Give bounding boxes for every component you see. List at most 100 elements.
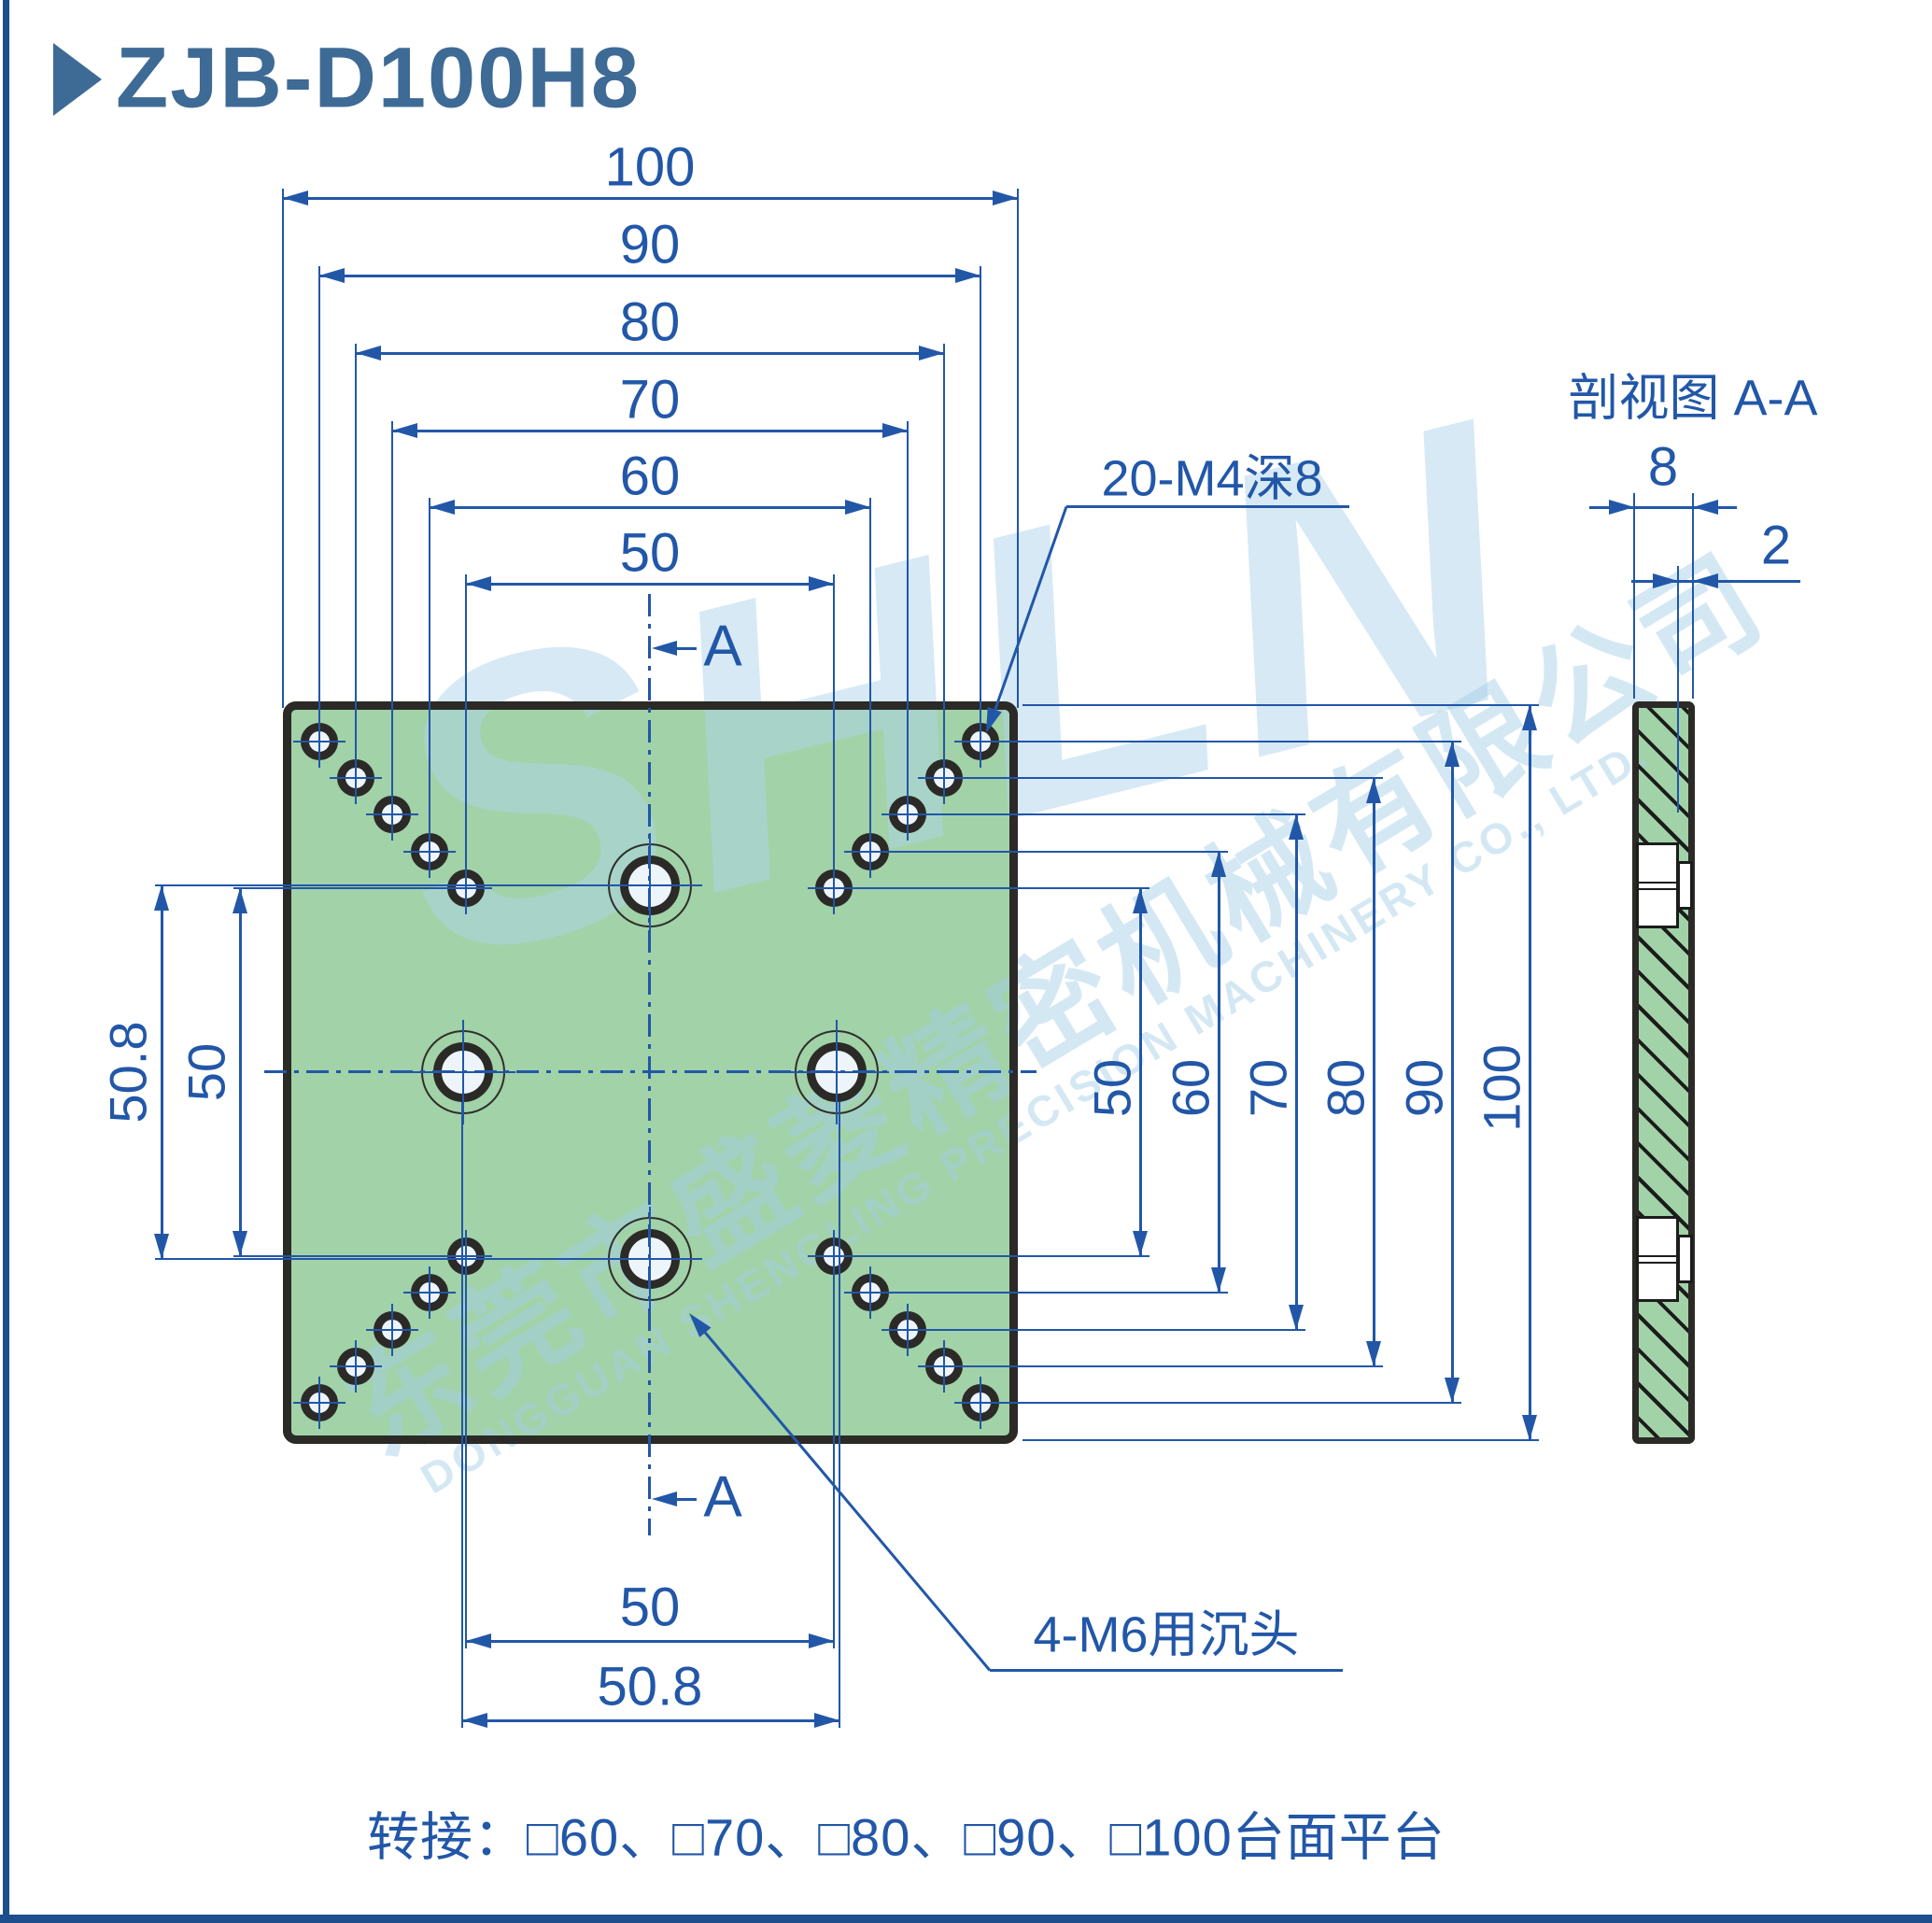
extension-line [1017,189,1019,708]
title-arrow-icon [53,43,102,116]
arrowhead-icon [356,346,381,361]
dim-line [462,1718,839,1722]
dim-line [466,582,834,586]
arrowhead-icon [319,268,345,283]
extension-line [992,1402,1461,1404]
arrowhead-icon [1211,1267,1226,1293]
hole-centerline [649,833,651,938]
section-seat-line [1636,888,1679,890]
extension-line [845,1255,1149,1257]
section-seat-line [1636,1262,1679,1264]
label-m4-holes: 20-M4深8 [1101,450,1323,507]
hole-centerline [833,862,835,914]
leader-underline [990,1668,1343,1672]
hole-centerline [907,1304,909,1356]
dim-section-thickness: 8 [1647,436,1679,498]
hole-centerline [391,788,393,841]
arrowhead-icon [1133,888,1148,913]
arrowhead-icon [1522,1415,1537,1440]
arrowhead-icon [1693,573,1718,588]
extension-line [1677,566,1679,813]
dim-line [238,888,242,1256]
dim-line [1217,852,1220,1293]
plate-vertical-centerline [648,594,651,1535]
hole-centerline [318,715,320,768]
hole-centerline [943,1340,945,1393]
arrowhead-icon [392,423,417,438]
dim-line [392,429,908,432]
extension-line [1022,1439,1539,1441]
dim-left-0: 50.8 [98,1021,158,1124]
arrowhead-icon [1366,778,1381,803]
arrowhead-icon [283,191,308,205]
extension-line [992,741,1461,742]
section-view-hatched-body [1632,701,1695,1444]
extension-line [233,887,450,889]
arrowhead-icon [1693,500,1718,515]
section-through-hole-bottom [1677,1235,1693,1283]
leader-underline [1066,504,1349,508]
page-bottom-border [0,1915,1932,1923]
hole-centerline [429,826,430,878]
extension-line [881,851,1228,853]
extension-line [869,498,871,852]
dim-line [1294,814,1298,1330]
dim-top-0: 100 [604,136,696,198]
section-view-title: 剖视图 A-A [1568,370,1818,427]
extension-line [955,777,1383,779]
dim-line [283,196,1018,200]
section-counterbore-top [1636,842,1679,928]
section-seat-line [1636,1255,1679,1257]
hole-centerline [391,1304,393,1356]
arrowhead-icon [154,1234,169,1259]
arrowhead-icon [430,500,455,515]
dim-top-2: 80 [619,291,681,353]
dim-bottom-0: 50 [619,1577,681,1638]
extension-line [465,574,467,888]
extension-line [1633,493,1635,699]
extension-line [845,887,1149,889]
hole-centerline [869,1266,871,1319]
arrowhead-icon [1366,1341,1381,1366]
arrowhead-icon [154,885,169,911]
dim-right-0: 50 [1082,1058,1142,1118]
arrowhead-icon [1445,1378,1460,1403]
section-counterbore-bottom [1636,1216,1679,1302]
extension-line [839,1102,840,1728]
arrowhead-icon [955,268,980,283]
arrowhead-icon [845,500,870,515]
dim-line [356,351,944,355]
extension-line [881,1292,1228,1294]
arrowhead-icon [466,576,491,591]
arrowhead-icon [1609,500,1634,515]
dim-bottom-1: 50.8 [597,1656,703,1718]
dim-line [1528,705,1531,1440]
extension-line [1022,704,1539,706]
extension-line [233,1255,450,1257]
dim-right-4: 90 [1394,1058,1454,1118]
hole-centerline [980,715,981,768]
arrowhead-icon [809,1633,834,1648]
arrowhead-icon [1133,1231,1148,1256]
page-title: ZJB-D100H8 [116,30,641,126]
dim-top-3: 70 [619,369,681,431]
extension-line [943,344,945,778]
arrowhead-icon [1522,705,1537,730]
hole-centerline [836,1020,838,1124]
extension-line [461,1102,463,1728]
arrowhead-icon [1445,742,1460,767]
hole-centerline [465,862,467,914]
hole-centerline [318,1377,320,1429]
section-marker-letter: A [703,614,742,679]
extension-line [907,421,909,814]
page-left-border [3,0,9,1923]
extension-line [1692,493,1694,699]
hole-centerline [649,1207,651,1311]
extension-line [429,498,430,852]
hole-centerline [355,752,357,804]
arrowhead-icon [1211,852,1226,877]
section-marker-arrow [652,641,677,656]
dim-line [160,885,163,1259]
